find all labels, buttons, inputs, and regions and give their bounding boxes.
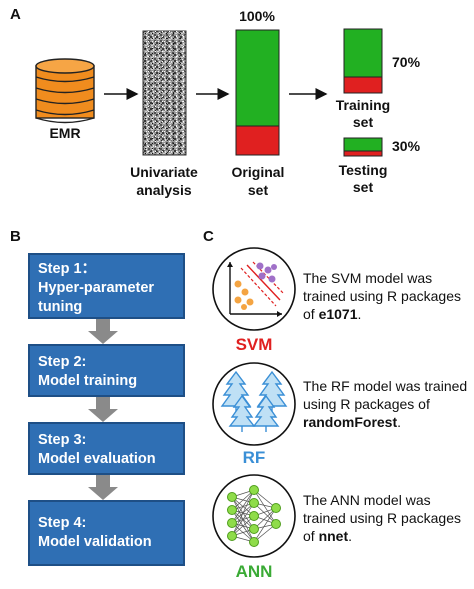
ann-label: ANN	[235, 562, 273, 581]
step-arrow-3	[88, 475, 118, 500]
testing-set-bar	[343, 137, 383, 157]
testing-set-label: Testing set	[323, 162, 403, 196]
rf-package-name: randomForest	[303, 414, 398, 430]
neural-network-icon	[212, 474, 296, 558]
step-1-line-3: tuning	[38, 299, 83, 315]
svm-description-end: .	[357, 306, 362, 322]
original-set-bar	[235, 29, 280, 156]
svm-description: The SVM model was trained using R packag…	[303, 269, 473, 323]
step-4-line-2: Model validation	[38, 534, 152, 550]
training-label-line-2: set	[352, 114, 374, 130]
ann-description-end: .	[348, 528, 353, 544]
step-2-line-2: Model training	[38, 373, 138, 389]
step-1-title: Step 1：	[38, 261, 97, 277]
testing-pct-label: 30%	[392, 138, 421, 154]
original-label-line-1: Original	[231, 164, 285, 180]
training-set-bar	[343, 28, 383, 94]
database-icon	[35, 58, 95, 124]
svm-label: SVM	[235, 335, 273, 354]
step-3-line-2: Model evaluation	[38, 451, 156, 467]
training-label-line-1: Training	[335, 97, 391, 113]
rf-description: The RF model was trained using R package…	[303, 377, 473, 431]
step-arrow-2	[88, 397, 118, 422]
univariate-label: Univariate analysis	[118, 163, 210, 199]
tree-forest-icon	[212, 362, 296, 446]
rf-description-text: The RF model was trained using R package…	[303, 378, 468, 412]
rf-description-end: .	[397, 414, 402, 430]
testing-label-line-1: Testing	[338, 162, 388, 178]
step-2-box: Step 2: Model training	[28, 344, 185, 397]
univariate-label-line-1: Univariate	[130, 164, 198, 180]
step-4-title: Step 4:	[38, 515, 87, 531]
original-set-label: Original set	[218, 163, 298, 199]
ann-description: The ANN model was trained using R packag…	[303, 491, 473, 545]
original-label-line-2: set	[247, 182, 269, 198]
original-pct-label: 100%	[239, 8, 275, 24]
svm-description-text: The SVM model was trained using R packag…	[303, 270, 461, 322]
emr-label: EMR	[49, 125, 81, 141]
panel-letter-c: C	[203, 228, 214, 245]
panel-letter-a: A	[10, 6, 21, 23]
step-4-box: Step 4: Model validation	[28, 500, 185, 566]
svm-package-name: e1071	[318, 306, 358, 322]
training-pct-label: 70%	[392, 54, 421, 70]
training-set-label: Training set	[323, 97, 403, 131]
step-arrow-1	[88, 319, 118, 344]
panel-letter-b: B	[10, 228, 21, 245]
step-2-title: Step 2:	[38, 354, 87, 370]
ann-description-text: The ANN model was trained using R packag…	[303, 492, 461, 544]
testing-label-line-2: set	[352, 179, 374, 195]
ann-package-name: nnet	[318, 528, 349, 544]
step-1-line-2: Hyper-parameter	[38, 280, 155, 296]
svm-scatter-icon	[212, 247, 296, 331]
univariate-label-line-2: analysis	[136, 182, 192, 198]
step-3-title: Step 3:	[38, 432, 87, 448]
step-1-box: Step 1： Hyper-parameter tuning	[28, 253, 185, 319]
step-3-box: Step 3: Model evaluation	[28, 422, 185, 475]
univariate-noise-box	[142, 30, 187, 156]
rf-label: RF	[242, 448, 266, 467]
